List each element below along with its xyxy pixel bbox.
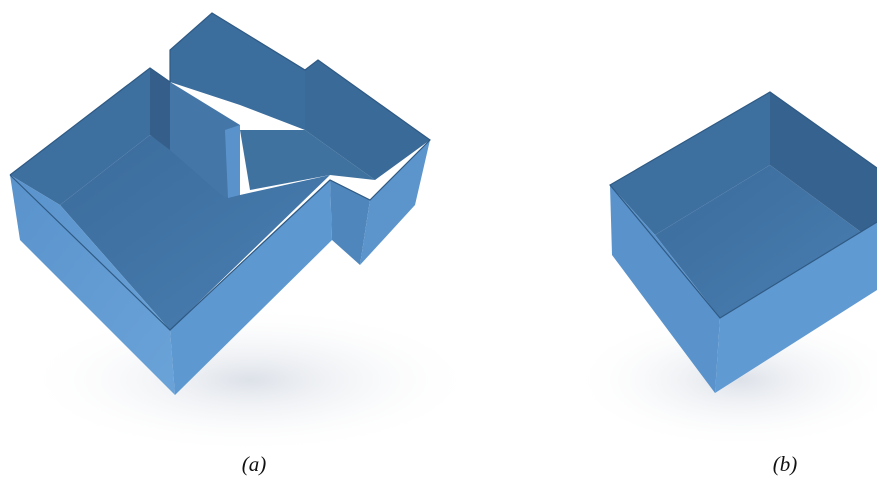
- inner-wall-annex-right-a: [305, 60, 430, 180]
- partition-wall-top-a: [225, 125, 240, 198]
- caption-b: (b): [772, 452, 798, 476]
- floor-shadow-a: [20, 305, 480, 455]
- annex-wall-right-a: [360, 140, 430, 265]
- annex-wall-front-a: [330, 180, 370, 265]
- outer-wall-left-b: [610, 185, 720, 393]
- caption-a: (a): [241, 452, 267, 476]
- inner-wall-back-left-a: [10, 68, 150, 205]
- inner-wall-back-left-b: [610, 92, 770, 235]
- room-model-a: [9, 12, 480, 455]
- rim-a: [9, 12, 431, 331]
- room-model-b: [570, 91, 877, 450]
- inner-wall-back-right-a: [150, 68, 170, 150]
- floor-a: [60, 135, 330, 330]
- inner-wall-back-right-b: [770, 92, 877, 235]
- floor-annex-a: [240, 130, 375, 190]
- outer-wall-front-a: [170, 180, 332, 395]
- outer-wall-left-a: [10, 175, 175, 395]
- outer-wall-front-b: [715, 222, 877, 393]
- floor-b: [655, 165, 865, 318]
- partition-wall-a: [170, 82, 240, 198]
- rim-b: [609, 91, 877, 319]
- inner-wall-annex-back-a: [170, 13, 305, 130]
